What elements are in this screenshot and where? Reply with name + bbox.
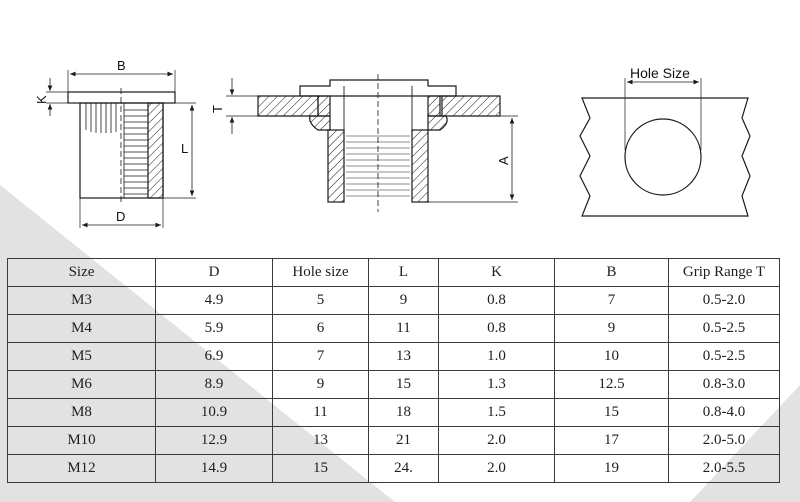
cell-d: 10.9: [155, 398, 273, 427]
header-k: K: [438, 258, 555, 287]
cell-k: 2.0: [438, 426, 555, 455]
cell-hole-size: 11: [272, 398, 369, 427]
cell-b: 12.5: [554, 370, 669, 399]
cell-grip-range: 0.5-2.5: [668, 314, 780, 343]
cell-k: 1.3: [438, 370, 555, 399]
cell-size: M10: [7, 426, 156, 455]
cell-b: 7: [554, 286, 669, 315]
cell-l: 11: [368, 314, 439, 343]
label-hole-size: Hole Size: [630, 65, 690, 81]
table-row: M6 8.9 9 15 1.3 12.5 0.8-3.0: [7, 370, 780, 399]
cell-b: 17: [554, 426, 669, 455]
header-grip-range: Grip Range T: [668, 258, 780, 287]
cell-b: 19: [554, 454, 669, 483]
cell-k: 1.5: [438, 398, 555, 427]
cell-b: 15: [554, 398, 669, 427]
cell-l: 21: [368, 426, 439, 455]
cell-d: 5.9: [155, 314, 273, 343]
cell-k: 2.0: [438, 454, 555, 483]
cell-d: 12.9: [155, 426, 273, 455]
table-row: M8 10.9 11 18 1.5 15 0.8-4.0: [7, 398, 780, 427]
header-hole-size: Hole size: [272, 258, 369, 287]
cell-grip-range: 0.8-3.0: [668, 370, 780, 399]
cell-grip-range: 0.8-4.0: [668, 398, 780, 427]
cell-b: 10: [554, 342, 669, 371]
cell-grip-range: 2.0-5.0: [668, 426, 780, 455]
table-row: M3 4.9 5 9 0.8 7 0.5-2.0: [7, 286, 780, 315]
cell-size: M5: [7, 342, 156, 371]
cell-l: 13: [368, 342, 439, 371]
cell-k: 0.8: [438, 286, 555, 315]
cell-size: M3: [7, 286, 156, 315]
cell-size: M12: [7, 454, 156, 483]
table-row: M5 6.9 7 13 1.0 10 0.5-2.5: [7, 342, 780, 371]
cell-l: 9: [368, 286, 439, 315]
cell-d: 8.9: [155, 370, 273, 399]
cell-d: 6.9: [155, 342, 273, 371]
cell-hole-size: 6: [272, 314, 369, 343]
cell-hole-size: 9: [272, 370, 369, 399]
table-row: M10 12.9 13 21 2.0 17 2.0-5.0: [7, 426, 780, 455]
cell-d: 4.9: [155, 286, 273, 315]
rivet-nut-installed-section: [226, 74, 518, 212]
cell-b: 9: [554, 314, 669, 343]
cell-size: M8: [7, 398, 156, 427]
cell-k: 1.0: [438, 342, 555, 371]
technical-drawings: B K L D: [34, 58, 751, 228]
label-t: T: [210, 105, 225, 113]
cell-hole-size: 7: [272, 342, 369, 371]
label-a: A: [496, 156, 511, 165]
spec-table: Size D Hole size L K B Grip Range T M3 4…: [7, 258, 780, 483]
table-row: M4 5.9 6 11 0.8 9 0.5-2.5: [7, 314, 780, 343]
cell-d: 14.9: [155, 454, 273, 483]
header-l: L: [368, 258, 439, 287]
cell-grip-range: 0.5-2.5: [668, 342, 780, 371]
label-b: B: [117, 58, 126, 73]
table-row: M12 14.9 15 24. 2.0 19 2.0-5.5: [7, 454, 780, 483]
cell-hole-size: 5: [272, 286, 369, 315]
cell-hole-size: 13: [272, 426, 369, 455]
cell-l: 15: [368, 370, 439, 399]
header-b: B: [554, 258, 669, 287]
cell-size: M4: [7, 314, 156, 343]
cell-l: 18: [368, 398, 439, 427]
rivet-nut-side-view: [46, 70, 196, 228]
table-header-row: Size D Hole size L K B Grip Range T: [7, 258, 780, 287]
cell-size: M6: [7, 370, 156, 399]
cell-grip-range: 0.5-2.0: [668, 286, 780, 315]
cell-grip-range: 2.0-5.5: [668, 454, 780, 483]
label-d: D: [116, 209, 125, 224]
cell-k: 0.8: [438, 314, 555, 343]
cell-l: 24.: [368, 454, 439, 483]
hole-size-plate: [579, 78, 751, 217]
label-k: K: [34, 95, 49, 104]
cell-hole-size: 15: [272, 454, 369, 483]
header-size: Size: [7, 258, 156, 287]
header-d: D: [155, 258, 273, 287]
label-l: L: [181, 141, 188, 156]
